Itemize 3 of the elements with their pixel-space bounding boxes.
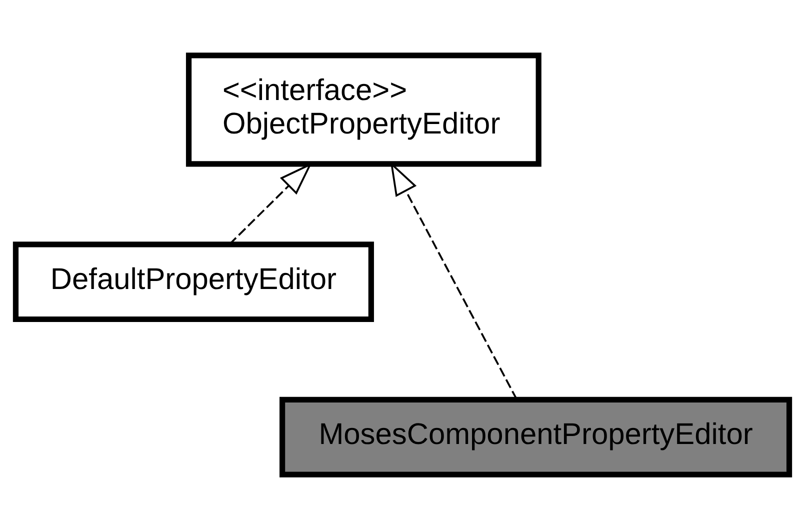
node-box: MosesComponentPropertyEditor — [280, 396, 792, 478]
node-box: DefaultPropertyEditor — [12, 242, 374, 322]
node-box: <<interface>> ObjectPropertyEditor — [186, 52, 542, 167]
